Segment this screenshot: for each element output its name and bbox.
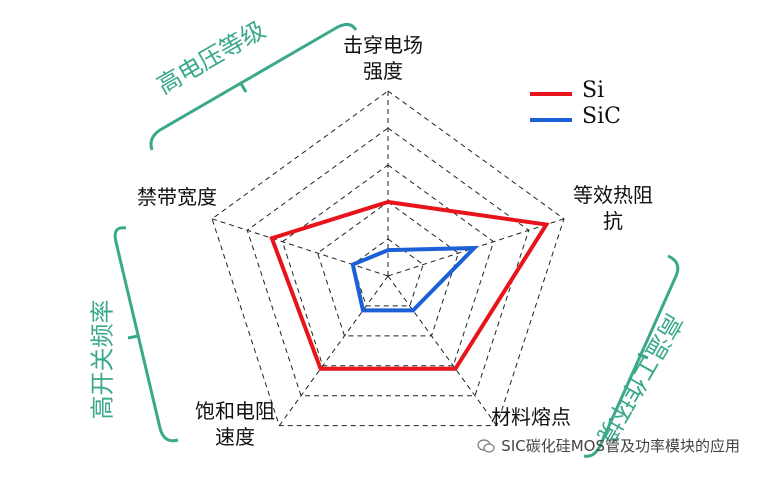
axis-label-line: 材料熔点 (476, 404, 586, 430)
legend-label-sic: SiC (582, 104, 621, 129)
group-label-high-frequency: 高开关频率 (83, 300, 118, 420)
axis-label-saturation-velocity: 饱和电阻 速度 (180, 398, 290, 450)
axis-label-line: 击穿电场 (328, 32, 438, 58)
axis-label-line: 饱和电阻 (180, 398, 290, 424)
axis-label-melting-point: 材料熔点 (476, 404, 586, 430)
axis-label-line: 禁带宽度 (122, 184, 232, 210)
axis-label-line: 强度 (328, 58, 438, 84)
legend-label-si: Si (582, 78, 604, 103)
group-bracket-tick (128, 336, 138, 338)
wechat-icon (477, 439, 495, 453)
axis-label-line: 等效热阻 (558, 182, 668, 208)
legend-swatch-si (530, 92, 572, 96)
axis-label-bandgap: 禁带宽度 (122, 184, 232, 210)
watermark: SIC碳化硅MOS管及功率模块的应用 (477, 435, 740, 456)
grid-ring (247, 128, 529, 396)
grid-ring (318, 202, 459, 336)
series-si-line (272, 202, 546, 369)
group-bracket-high-frequency (115, 228, 178, 441)
legend-swatch-sic (530, 118, 572, 122)
axis-label-thermal-impedance: 等效热阻 抗 (558, 182, 668, 234)
grid-ring (212, 91, 564, 426)
axis-label-line: 抗 (558, 208, 668, 234)
watermark-text: SIC碳化硅MOS管及功率模块的应用 (501, 435, 740, 456)
axis-label-line: 速度 (180, 424, 290, 450)
axis-label-breakdown-field: 击穿电场 强度 (328, 32, 438, 84)
